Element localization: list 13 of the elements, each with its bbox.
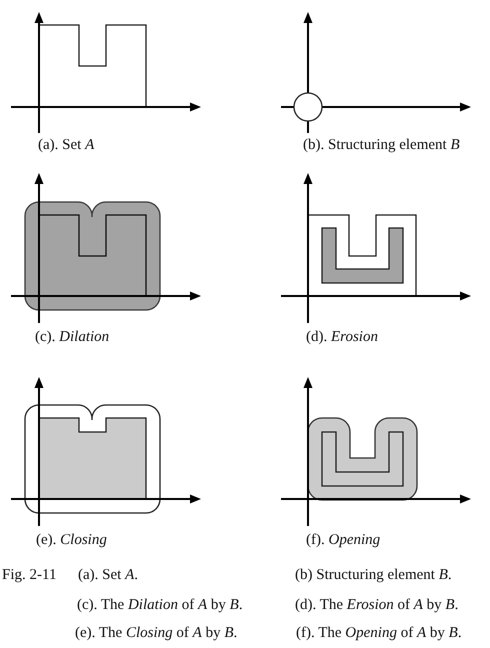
caption-entry: (e). The Closing of A by B. <box>75 624 238 642</box>
caption-entry: (a). Set A. <box>78 566 138 584</box>
caption-entry: (f). The Opening of A by B. <box>296 624 462 642</box>
figure-caption: Fig. 2-11 <box>2 566 56 584</box>
panel-caption: (b). Structuring element B <box>303 136 460 154</box>
panel-caption: (d). Erosion <box>306 328 378 346</box>
panel-caption: (c). Dilation <box>35 328 110 346</box>
caption-entry: (c). The Dilation of A by B. <box>77 596 243 614</box>
panel-caption: (e). Closing <box>36 531 107 549</box>
panel-caption: (f). Opening <box>306 531 380 549</box>
caption-entry: (d). The Erosion of A by B. <box>295 596 458 614</box>
panel-caption: (a). Set A <box>38 136 94 154</box>
caption-entry: (b) Structuring element B. <box>295 566 452 584</box>
